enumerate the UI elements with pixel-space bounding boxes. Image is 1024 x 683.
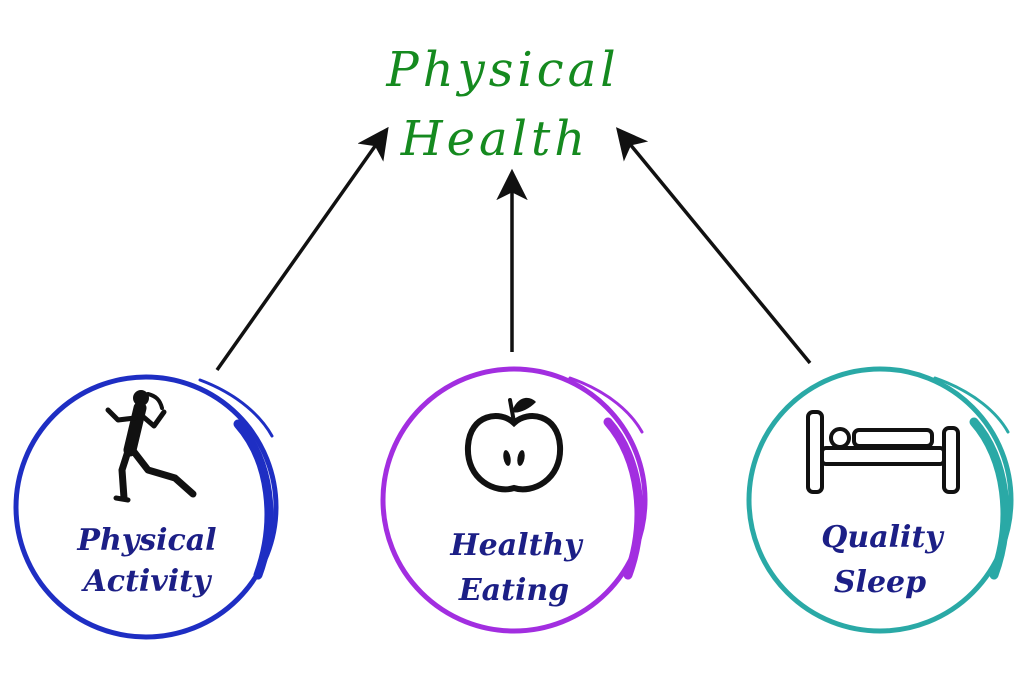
ring-healthy-eating (380, 366, 648, 634)
central-title: Physical Health (385, 42, 619, 167)
bed-icon (806, 410, 960, 494)
title-line-2: Health (400, 111, 589, 167)
runner-icon (105, 390, 197, 503)
node-healthy-eating: Healthy Eating (380, 366, 648, 634)
node-physical-activity: Physical Activity (13, 374, 279, 640)
ring-physical-activity (13, 374, 279, 640)
node-quality-sleep: Quality Sleep (746, 366, 1014, 634)
ring-quality-sleep (746, 366, 1014, 634)
label-quality-sleep-line-1: Quality (821, 520, 945, 555)
arrows (215, 126, 812, 372)
arrow-quality-sleep (615, 127, 812, 365)
apple-icon (464, 397, 564, 493)
arrow-physical-activity (215, 126, 389, 372)
title-line-1: Physical (385, 42, 619, 98)
label-physical-activity-line-1: Physical (76, 523, 216, 558)
label-quality-sleep-line-2: Sleep (834, 565, 926, 600)
label-physical-activity-line-2: Activity (81, 564, 213, 599)
label-healthy-eating-line-1: Healthy (449, 528, 584, 563)
label-healthy-eating-line-2: Eating (458, 573, 569, 608)
